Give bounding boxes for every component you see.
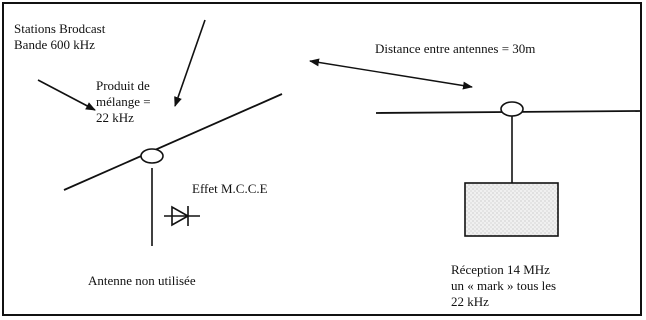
diode-symbol-icon (164, 205, 200, 227)
right-antenna-feedpoint (500, 101, 524, 117)
mixing-arrow (174, 19, 206, 107)
left-antenna-wire (63, 93, 283, 191)
broadcast-arrow (37, 79, 96, 111)
reception-label: Réception 14 MHz un « mark » tous les 22… (451, 262, 557, 309)
effect-label: Effet M.C.C.E (192, 181, 268, 196)
distance-arrow (309, 58, 473, 90)
receiver-box (464, 182, 559, 237)
unused-antenna-label: Antenne non utilisée (88, 273, 196, 288)
mixing-product-label: Produit de mélange = 22 kHz (96, 78, 151, 125)
distance-label: Distance entre antennes = 30m (375, 41, 536, 56)
broadcast-stations-label: Stations Brodcast Bande 600 kHz (14, 21, 106, 52)
diagram-frame (2, 2, 642, 316)
left-antenna-feedpoint (140, 148, 164, 164)
